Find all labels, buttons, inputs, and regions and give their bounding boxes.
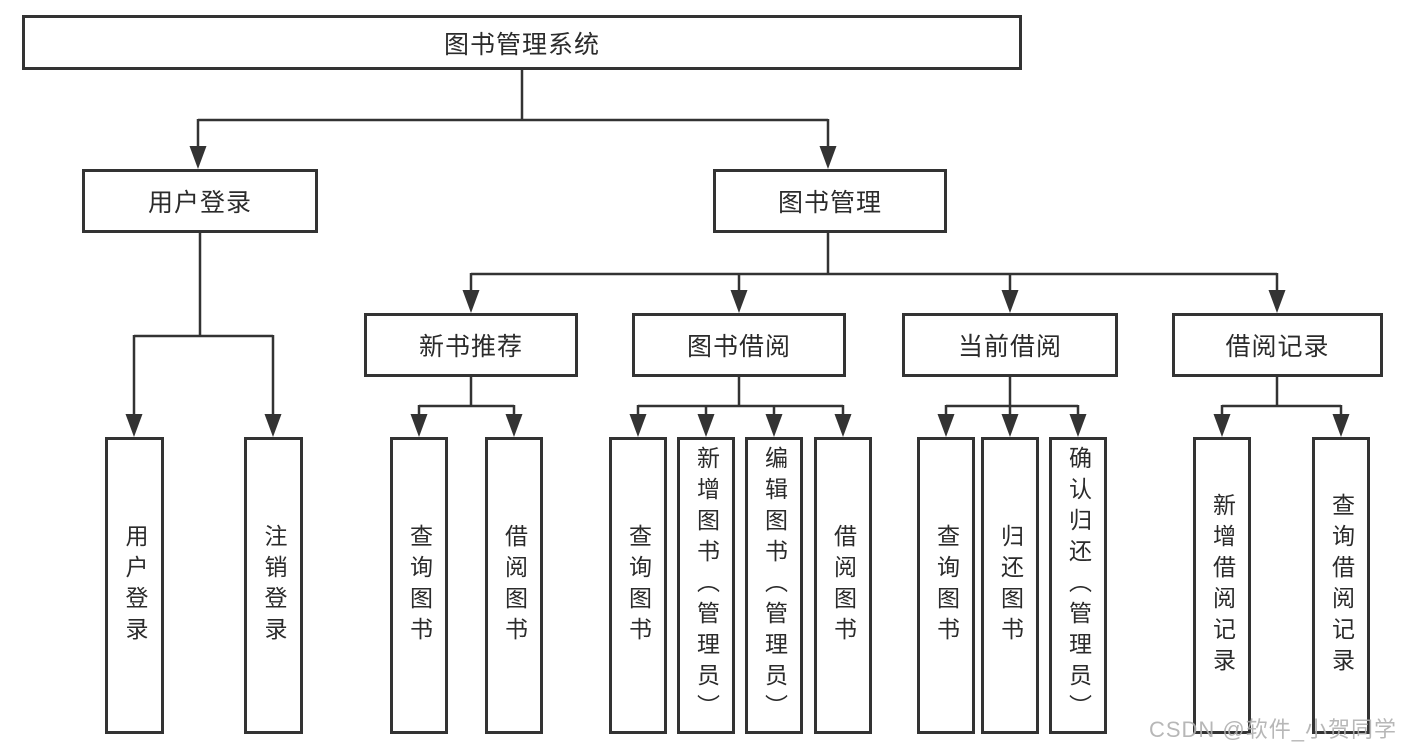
leaf-query-books-borrow: 查询图书 [609,437,667,734]
node-book-borrow: 图书借阅 [632,313,846,377]
leaf-borrow-books-recommend: 借阅图书 [485,437,543,734]
leaf-add-borrow-record: 新增借阅记录 [1193,437,1251,734]
leaf-query-books-recommend: 查询图书 [390,437,448,734]
node-borrow-records: 借阅记录 [1172,313,1383,377]
arrowheads [125,146,1350,437]
leaf-confirm-return-admin: 确认归还（管理员） [1049,437,1107,734]
leaf-edit-book-admin: 编辑图书（管理员） [745,437,803,734]
connector-strokes [132,70,1343,417]
leaf-query-books-current: 查询图书 [917,437,975,734]
leaf-user-login: 用户登录 [105,437,164,734]
node-book-management: 图书管理 [713,169,947,233]
node-new-book-recommend: 新书推荐 [364,313,578,377]
leaf-borrow-books-borrow: 借阅图书 [814,437,872,734]
watermark: CSDN @软件_小贺同学 [1148,717,1397,742]
leaf-query-borrow-record: 查询借阅记录 [1312,437,1370,734]
leaf-logout: 注销登录 [244,437,303,734]
leaf-return-book: 归还图书 [981,437,1039,734]
node-library-system: 图书管理系统 [22,15,1022,70]
node-user-login: 用户登录 [82,169,318,233]
node-current-borrow: 当前借阅 [902,313,1118,377]
leaf-add-book-admin: 新增图书（管理员） [677,437,735,734]
